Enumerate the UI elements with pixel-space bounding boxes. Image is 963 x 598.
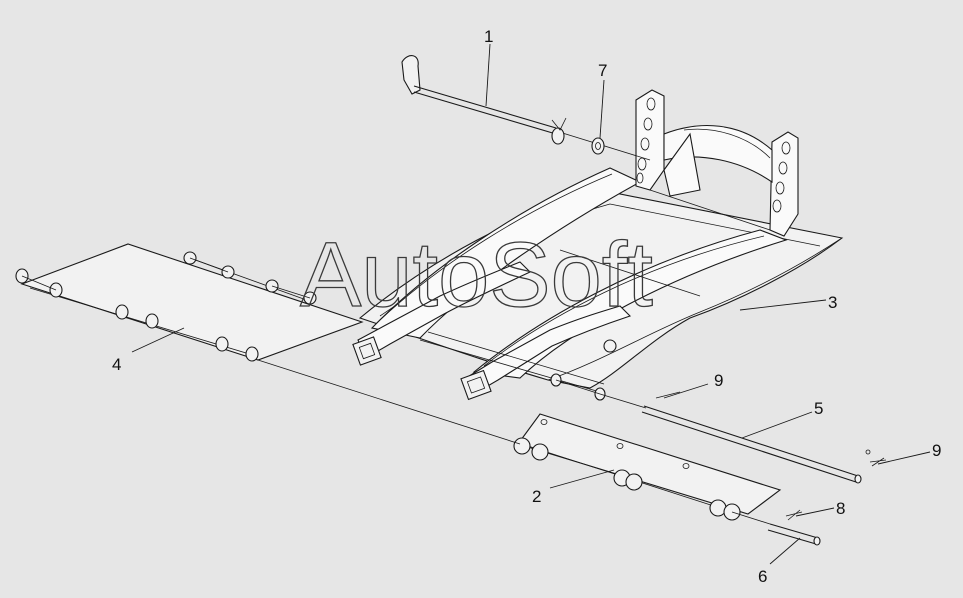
callout-4: 4 xyxy=(112,355,121,374)
part-2-plate-lower xyxy=(513,413,782,521)
part-3-skid-frame xyxy=(352,89,844,401)
watermark-text: AutoSoft xyxy=(300,224,653,326)
callout-leaders xyxy=(131,43,931,565)
callout-9-right: 9 xyxy=(932,441,941,460)
part-4-plate-left xyxy=(15,243,364,362)
part-5-long-pin xyxy=(641,405,862,484)
tow-arm-right xyxy=(460,305,632,401)
part-1-pin xyxy=(401,55,651,161)
callout-8: 8 xyxy=(836,499,845,518)
cotter-pins xyxy=(655,391,887,521)
callout-9-upper: 9 xyxy=(714,371,723,390)
callout-3: 3 xyxy=(828,293,837,312)
callout-6: 6 xyxy=(758,567,767,586)
tow-arm-left xyxy=(352,261,531,366)
callout-7: 7 xyxy=(598,61,607,80)
assembly-axis-lines xyxy=(257,359,771,525)
part-7-clip-washer xyxy=(551,117,605,155)
callout-2: 2 xyxy=(532,487,541,506)
callout-1: 1 xyxy=(484,27,493,46)
callout-5: 5 xyxy=(814,399,823,418)
part-6-short-pin xyxy=(767,523,821,546)
